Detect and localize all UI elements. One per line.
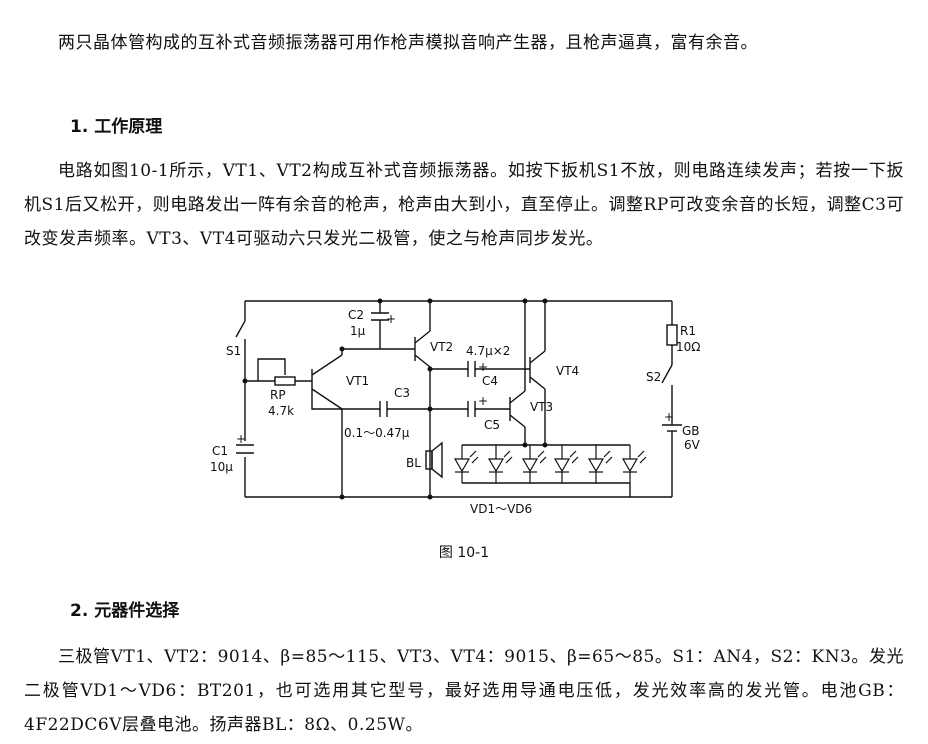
- label-c4-plus: +: [478, 360, 488, 374]
- label-c5-plus: +: [478, 394, 488, 408]
- label-c2-value: 1μ: [350, 324, 366, 338]
- label-vt2: VT2: [430, 340, 453, 354]
- label-s1: S1: [226, 344, 241, 358]
- label-rp-value: 4.7k: [268, 404, 294, 418]
- label-c2: C2: [348, 308, 364, 322]
- figure-caption: 图 10-1: [438, 545, 490, 561]
- label-gb-value: 6V: [684, 438, 700, 452]
- section-2-paragraph: 三极管VT1、VT2：9014、β=85～115、VT3、VT4：9015、β=…: [24, 647, 904, 735]
- label-c5: C5: [484, 418, 500, 432]
- section-1-heading: 1. 工作原理: [70, 117, 163, 137]
- intro-paragraph: 两只晶体管构成的互补式音频振荡器可用作枪声模拟音响产生器，且枪声逼真，富有余音。: [58, 33, 758, 53]
- label-c1: C1: [212, 444, 228, 458]
- label-s2: S2: [646, 370, 661, 384]
- label-gb-plus: +: [664, 410, 674, 424]
- label-c3-value: 0.1～0.47μ: [344, 426, 410, 440]
- label-c4: C4: [482, 374, 498, 388]
- label-c45-value: 4.7μ×2: [466, 344, 510, 358]
- label-vt3: VT3: [530, 400, 553, 414]
- circuit-svg: S1 RP 4.7k C1 10μ + C2 1μ + VT1 VT2 C3 0…: [210, 298, 700, 516]
- label-rp: RP: [270, 388, 286, 402]
- section-2-heading: 2. 元器件选择: [70, 601, 180, 621]
- label-bl: BL: [406, 456, 421, 470]
- label-c2-plus: +: [386, 312, 396, 326]
- label-vd: VD1～VD6: [470, 502, 532, 516]
- label-gb: GB: [682, 424, 700, 438]
- section-1-paragraph: 电路如图10-1所示，VT1、VT2构成互补式音频振荡器。如按下扳机S1不放，则…: [24, 161, 904, 249]
- label-r1: R1: [680, 324, 696, 338]
- label-c3: C3: [394, 386, 410, 400]
- label-r1-value: 10Ω: [676, 340, 700, 354]
- label-c1-plus: +: [236, 432, 246, 446]
- label-c1-value: 10μ: [210, 460, 233, 474]
- label-vt1: VT1: [346, 374, 369, 388]
- circuit-diagram: S1 RP 4.7k C1 10μ + C2 1μ + VT1 VT2 C3 0…: [200, 293, 700, 523]
- label-vt4: VT4: [556, 364, 579, 378]
